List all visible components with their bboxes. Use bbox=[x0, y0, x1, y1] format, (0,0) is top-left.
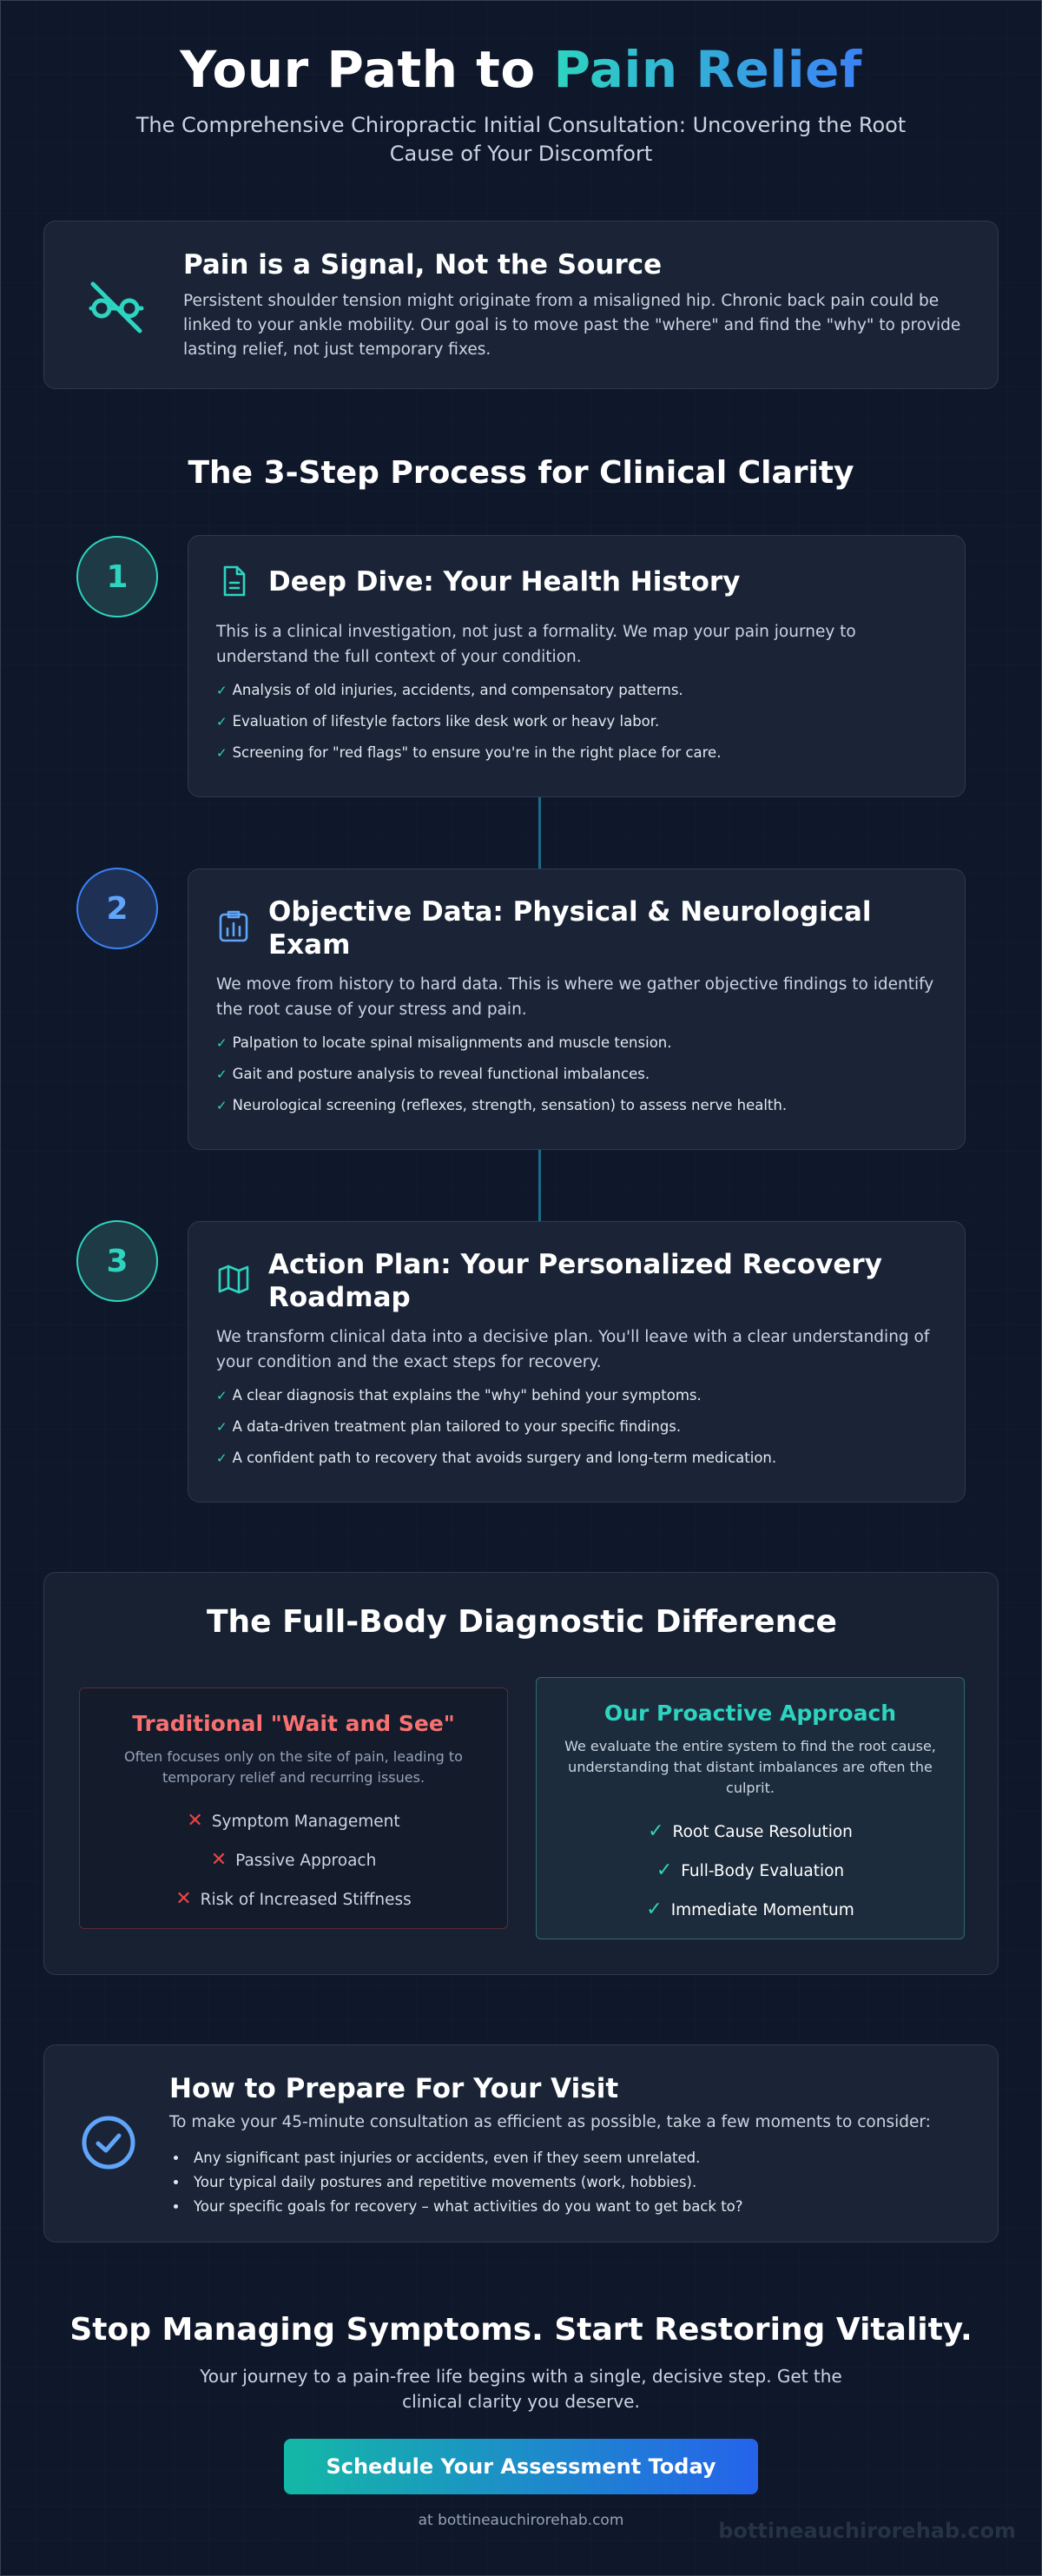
check-icon: ✓ bbox=[216, 1035, 228, 1051]
list-item: ✕Symptom Management bbox=[187, 1810, 400, 1832]
step-list-3: ✓A clear diagnosis that explains the "wh… bbox=[216, 1380, 776, 1474]
x-mark-icon: ✕ bbox=[187, 1810, 203, 1832]
list-item: ✓Neurological screening (reflexes, stren… bbox=[216, 1097, 788, 1113]
check-icon: ✓ bbox=[216, 1067, 228, 1082]
list-item: ✓A data-driven treatment plan tailored t… bbox=[216, 1418, 682, 1435]
list-item: Your typical daily postures and repetiti… bbox=[188, 2170, 743, 2195]
list-item: ✓Full-Body Evaluation bbox=[656, 1859, 845, 1881]
list-item: Any significant past injuries or acciden… bbox=[188, 2146, 743, 2170]
pain-signal-icon bbox=[89, 281, 144, 334]
proactive-title: Our Proactive Approach bbox=[603, 1701, 897, 1726]
list-item: ✓A confident path to recovery that avoid… bbox=[216, 1450, 777, 1466]
step-card-3: Action Plan: Your Personalized Recovery … bbox=[188, 1221, 966, 1503]
list-item: ✕Passive Approach bbox=[210, 1849, 377, 1871]
proactive-column: Our Proactive Approach We evaluate the e… bbox=[536, 1677, 965, 1939]
step-number-3: 3 bbox=[76, 1220, 158, 1302]
prepare-title: How to Prepare For Your Visit bbox=[169, 2073, 619, 2104]
check-icon: ✓ bbox=[216, 745, 228, 761]
step-number-1: 1 bbox=[76, 536, 158, 618]
step-title-3: Action Plan: Your Personalized Recovery … bbox=[268, 1249, 882, 1313]
process-title: The 3-Step Process for Clinical Clarity bbox=[188, 455, 854, 491]
check-icon: ✓ bbox=[656, 1859, 673, 1881]
check-icon: ✓ bbox=[216, 1450, 228, 1466]
step-list-1: ✓Analysis of old injuries, accidents, an… bbox=[216, 675, 721, 769]
list-item: ✓A clear diagnosis that explains the "wh… bbox=[216, 1387, 702, 1404]
cta-title: Stop Managing Symptoms. Start Restoring … bbox=[69, 2312, 973, 2348]
step-list-2: ✓Palpation to locate spinal misalignment… bbox=[216, 1027, 787, 1121]
header: Your Path to Pain Relief The Comprehensi… bbox=[0, 35, 1042, 168]
cta-text: Your journey to a pain-free life begins … bbox=[200, 2366, 842, 2412]
page-title: Your Path to Pain Relief bbox=[180, 40, 862, 99]
step-number-2: 2 bbox=[76, 868, 158, 949]
step-card-2: Objective Data: Physical & Neurological … bbox=[188, 869, 966, 1150]
check-circle-icon bbox=[82, 2116, 135, 2170]
list-item: Your specific goals for recovery – what … bbox=[188, 2195, 743, 2219]
check-icon: ✓ bbox=[216, 1098, 228, 1113]
step-connector bbox=[538, 797, 541, 869]
x-mark-icon: ✕ bbox=[210, 1849, 228, 1871]
diagnostic-title: The Full-Body Diagnostic Difference bbox=[207, 1604, 837, 1640]
signal-title: Pain is a Signal, Not the Source bbox=[183, 249, 663, 281]
page-subtitle: The Comprehensive Chiropractic Initial C… bbox=[135, 113, 907, 166]
list-item: ✓Analysis of old injuries, accidents, an… bbox=[216, 682, 683, 698]
step-card-1: Deep Dive: Your Health History This is a… bbox=[188, 535, 966, 797]
watermark: bottineauchirorehab.com bbox=[718, 2519, 1016, 2543]
proactive-list: ✓Root Cause Resolution ✓Full-Body Evalua… bbox=[537, 1813, 964, 1930]
step-title-2: Objective Data: Physical & Neurological … bbox=[268, 896, 872, 961]
check-icon: ✓ bbox=[216, 683, 228, 698]
signal-card: Pain is a Signal, Not the Source Persist… bbox=[43, 221, 999, 389]
clipboard-chart-icon bbox=[219, 910, 248, 942]
traditional-title: Traditional "Wait and See" bbox=[132, 1711, 455, 1736]
step-connector bbox=[538, 1150, 541, 1221]
title-highlight: Pain Relief bbox=[553, 40, 862, 99]
list-item: ✓Screening for "red flags" to ensure you… bbox=[216, 744, 722, 761]
x-mark-icon: ✕ bbox=[175, 1888, 192, 1910]
list-item: ✕Risk of Increased Stiffness bbox=[175, 1888, 412, 1910]
list-item: ✓Root Cause Resolution bbox=[648, 1820, 853, 1842]
diagnostic-section: The Full-Body Diagnostic Difference Trad… bbox=[43, 1572, 999, 1975]
traditional-list: ✕Symptom Management ✕Passive Approach ✕R… bbox=[80, 1802, 507, 1919]
document-icon bbox=[223, 565, 246, 597]
step-text-1: This is a clinical investigation, not ju… bbox=[216, 623, 856, 666]
list-item: ✓Evaluation of lifestyle factors like de… bbox=[216, 713, 660, 730]
check-icon: ✓ bbox=[646, 1899, 663, 1920]
check-icon: ✓ bbox=[216, 1388, 228, 1404]
proactive-text: We evaluate the entire system to find th… bbox=[564, 1738, 936, 1796]
check-icon: ✓ bbox=[216, 1419, 228, 1435]
prepare-card: How to Prepare For Your Visit To make yo… bbox=[43, 2044, 999, 2242]
map-icon bbox=[218, 1265, 249, 1294]
prepare-text: To make your 45-minute consultation as e… bbox=[169, 2113, 931, 2131]
schedule-assessment-button[interactable]: Schedule Your Assessment Today bbox=[284, 2439, 758, 2494]
step-text-2: We move from history to hard data. This … bbox=[216, 975, 934, 1019]
check-icon: ✓ bbox=[648, 1820, 664, 1842]
traditional-column: Traditional "Wait and See" Often focuses… bbox=[79, 1688, 508, 1929]
signal-text: Persistent shoulder tension might origin… bbox=[183, 292, 961, 359]
list-item: ✓Immediate Momentum bbox=[646, 1899, 854, 1920]
list-item: ✓Gait and posture analysis to reveal fun… bbox=[216, 1066, 650, 1082]
prepare-list: Any significant past injuries or acciden… bbox=[188, 2146, 743, 2219]
list-item: ✓Palpation to locate spinal misalignment… bbox=[216, 1034, 672, 1051]
site-url: at bottineauchirorehab.com bbox=[418, 2512, 624, 2529]
step-title-1: Deep Dive: Your Health History bbox=[268, 566, 741, 598]
traditional-text: Often focuses only on the site of pain, … bbox=[124, 1748, 463, 1786]
check-icon: ✓ bbox=[216, 714, 228, 730]
step-text-3: We transform clinical data into a decisi… bbox=[216, 1328, 930, 1371]
